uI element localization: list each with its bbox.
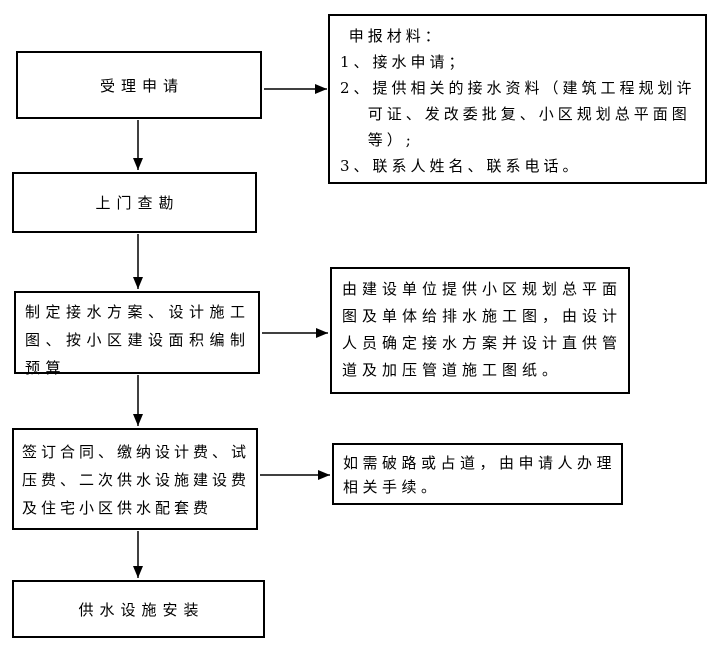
flow-step-sign-contract-pay-fees: 签订合同、缴纳设计费、试 压费、二次供水设施建设费 及住宅小区供水配套费 (12, 428, 258, 530)
flow-step-accept-application: 受理申请 (16, 51, 262, 119)
flow-step-site-survey: 上门查勘 (12, 172, 257, 233)
flow-note-design-detail: 由建设单位提供小区规划总平面 图及单体给排水施工图，由设计 人员确定接水方案并设… (330, 267, 630, 394)
flow-step-design-plan: 制定接水方案、设计施工 图、按小区建设面积编制 预算 (14, 291, 260, 377)
flow-note-application-materials: 申报材料： 1、接水申请； 2、提供相关的接水资料（建筑工程规划许 可证、发改委… (328, 14, 707, 184)
flow-note-road-permit: 如需破路或占道，由申请人办理 相关手续。 (332, 443, 623, 505)
flow-step-install-facilities: 供水设施安装 (12, 580, 265, 638)
